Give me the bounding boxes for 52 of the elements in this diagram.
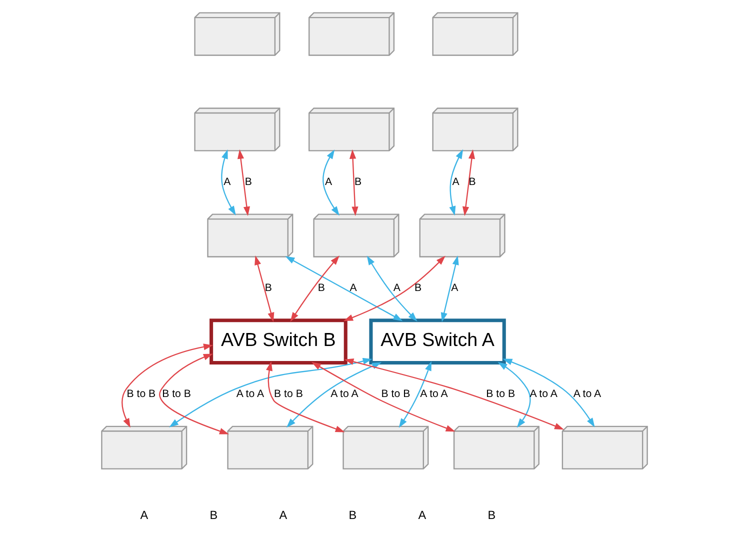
edge-label: B: [264, 282, 272, 294]
arrow: [122, 344, 214, 428]
edge-label: A to A: [330, 388, 358, 400]
edge-label: A: [224, 176, 231, 188]
label: B: [348, 508, 357, 522]
edge-label: A: [350, 282, 357, 294]
arrow: [366, 256, 418, 322]
arrow: [312, 362, 456, 432]
edge-label: A: [452, 176, 460, 188]
edge-label: B to B: [486, 388, 516, 400]
edge-label: B: [414, 282, 422, 294]
arrow: [349, 149, 358, 216]
edge-label: A to A: [573, 388, 602, 400]
edge-label: A to A: [236, 388, 264, 400]
label: A: [418, 508, 426, 522]
arrow: [449, 149, 464, 216]
arrow: [237, 149, 250, 216]
edge-label: B: [354, 176, 362, 188]
edge-label: A: [393, 282, 400, 294]
arrow: [344, 358, 564, 430]
edge-label: A: [325, 176, 332, 188]
arrow: [254, 255, 274, 322]
label: A: [279, 508, 288, 522]
arrow: [344, 256, 446, 321]
edge-label: A to A: [530, 388, 558, 400]
edge-label: A: [451, 282, 458, 294]
edge-label: B: [318, 282, 326, 294]
edge-label: B: [244, 176, 252, 188]
edge-label: B: [468, 176, 476, 188]
arrow: [462, 149, 476, 216]
label: B: [488, 508, 496, 522]
arrow: [286, 362, 382, 428]
arrow: [221, 149, 236, 216]
arrow: [398, 361, 432, 428]
edge-label: B to B: [126, 388, 156, 400]
label: B: [210, 508, 218, 522]
arrow: [290, 256, 340, 322]
label: A: [140, 508, 148, 522]
arrow: [266, 361, 345, 432]
arrow: [322, 149, 340, 216]
arrow: [159, 354, 229, 434]
arrow: [285, 256, 403, 322]
node-box: AVB Switch A: [369, 318, 506, 365]
edge-label: B to B: [274, 388, 303, 400]
node-box: AVB Switch B: [210, 318, 348, 365]
edge-label: A to A: [420, 388, 448, 400]
arrow: [498, 362, 531, 428]
arrow: [502, 358, 595, 428]
edge-label: B to B: [381, 388, 410, 400]
arrow: [440, 255, 459, 322]
arrow: [169, 358, 372, 428]
edge-label: B to B: [162, 388, 191, 400]
